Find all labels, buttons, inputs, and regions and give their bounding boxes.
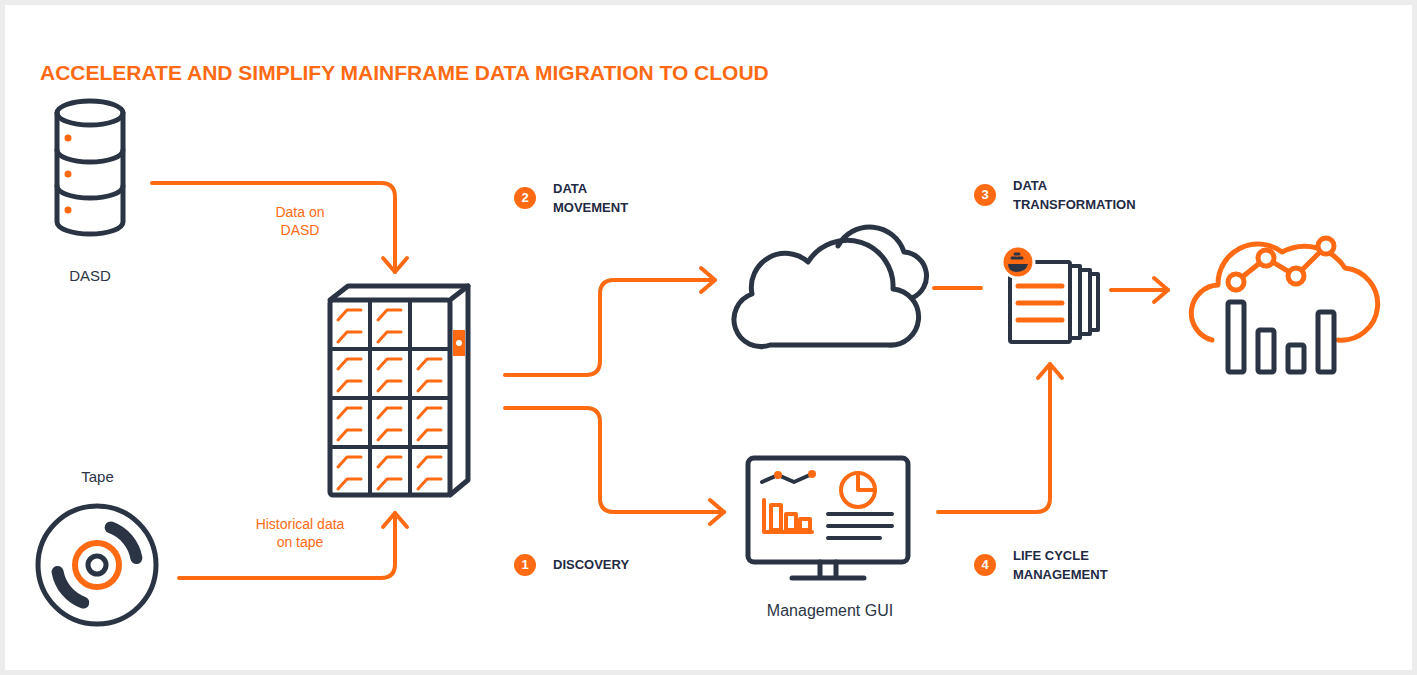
node-label: DASD (69, 267, 111, 285)
appliance-mark (338, 359, 361, 391)
callout-number: 1 (514, 554, 536, 576)
arrow-head (1038, 364, 1062, 378)
node-box: Tape (30, 468, 165, 633)
storage-appliance-icon (330, 286, 468, 495)
appliance-mark (418, 359, 441, 391)
connector-line (505, 280, 715, 375)
connector-arrow (1111, 278, 1168, 302)
arrow-head (383, 258, 407, 272)
connector-line (934, 286, 981, 290)
connector-arrow (505, 268, 715, 375)
appliance-mark (338, 408, 361, 440)
container-stack-icon (1002, 246, 1098, 342)
dasd-lights (65, 135, 72, 214)
connector-line (179, 513, 395, 578)
edge-label: Historical data on tape (252, 514, 348, 552)
appliance-mark (338, 310, 361, 342)
connector-arrow (505, 408, 724, 524)
node-box (320, 280, 475, 505)
appliance-mark (338, 457, 361, 489)
connector-line (1111, 288, 1168, 292)
arrow-head (701, 268, 715, 292)
tape-icon (38, 506, 156, 624)
callout-number: 3 (974, 184, 996, 206)
connector-arrow (934, 288, 981, 289)
arrow-head (1154, 278, 1168, 302)
arrow-head (710, 500, 724, 524)
edge-label: Data on DASD (252, 202, 348, 240)
card-background (5, 5, 1412, 670)
callout-text: DATA TRANSFORMATION (1013, 177, 1153, 215)
node-box: Management GUI (720, 450, 940, 620)
appliance-mark (418, 408, 441, 440)
appliance-mark (378, 359, 401, 391)
appliance-mark (378, 457, 401, 489)
appliance-mark (418, 457, 441, 489)
appliance-mark (378, 310, 401, 342)
node-label: Tape (81, 468, 114, 486)
callout-number: 2 (514, 187, 536, 209)
callout-text: LIFE CYCLE MANAGEMENT (1013, 547, 1153, 585)
appliance-mark (378, 408, 401, 440)
node-box (995, 245, 1105, 350)
connector-arrow (152, 183, 407, 272)
callout-text: DISCOVERY (553, 556, 673, 575)
connector-arrow (938, 364, 1062, 512)
node-box (1180, 230, 1360, 380)
connector-line (152, 183, 395, 272)
analytics-cloud-icon (1191, 238, 1377, 372)
connector-line (505, 408, 724, 512)
connector-line (938, 364, 1050, 512)
callout-number: 4 (974, 554, 996, 576)
node-label: Management GUI (767, 601, 893, 620)
monitor-icon (748, 458, 908, 578)
arrow-head (383, 513, 407, 527)
node-box: DASD (40, 95, 140, 285)
dasd-icon (57, 101, 123, 234)
connector-arrow (179, 513, 407, 578)
callout-text: DATA MOVEMENT (553, 180, 628, 218)
cloud-icon (734, 227, 927, 347)
node-box (725, 225, 920, 355)
diagram-title: ACCELERATE AND SIMPLIFY MAINFRAME DATA M… (40, 61, 769, 85)
